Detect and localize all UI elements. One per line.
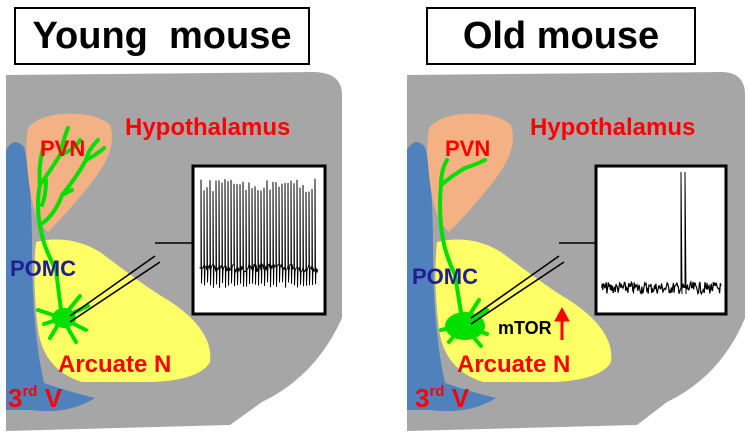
- trace-noise: [601, 280, 722, 296]
- pvn-region: [26, 113, 112, 232]
- recording-electrode: [69, 242, 192, 323]
- third-ventricle-label: 3rd V: [8, 383, 63, 413]
- mtor-label: mTOR: [498, 318, 552, 338]
- young-hypothalamus-diagram: Hypothalamus PVN POMC Arcuate N 3rd V: [6, 72, 342, 431]
- pomc-neuron: [438, 158, 489, 348]
- pvn-label: PVN: [445, 136, 490, 161]
- up-arrow-icon: [554, 306, 570, 340]
- arcuate-label: Arcuate N: [58, 351, 171, 378]
- arcuate-label: Arcuate N: [457, 351, 570, 378]
- pvn-label: PVN: [40, 136, 85, 161]
- trace-line: [199, 178, 319, 288]
- panel-title: Old mouse: [426, 7, 696, 65]
- pomc-label: POMC: [412, 264, 478, 289]
- region-label: Hypothalamus: [125, 114, 290, 141]
- young-mouse-panel: Hypothalamus PVN POMC Arcuate N 3rd V Yo…: [6, 7, 342, 431]
- pomc-label: POMC: [10, 256, 76, 281]
- arcuate-region: [34, 239, 211, 382]
- trace-spike: [680, 171, 683, 295]
- region-label: Hypothalamus: [530, 114, 695, 141]
- recording-electrode: [470, 242, 595, 325]
- third-ventricle-label: 3rd V: [415, 383, 470, 413]
- third-ventricle: [407, 142, 496, 412]
- trace-spike: [684, 171, 687, 295]
- pvn-region: [427, 113, 513, 232]
- old-mouse-panel: Hypothalamus PVN POMC mTOR Arcuate N 3rd…: [375, 0, 750, 437]
- third-ventricle: [6, 142, 95, 412]
- firing-trace-low: [601, 171, 722, 296]
- firing-trace-high: [199, 178, 319, 288]
- panel-title: Young mouse: [14, 7, 310, 65]
- old-hypothalamus-diagram: Hypothalamus PVN POMC mTOR Arcuate N 3rd…: [407, 72, 745, 431]
